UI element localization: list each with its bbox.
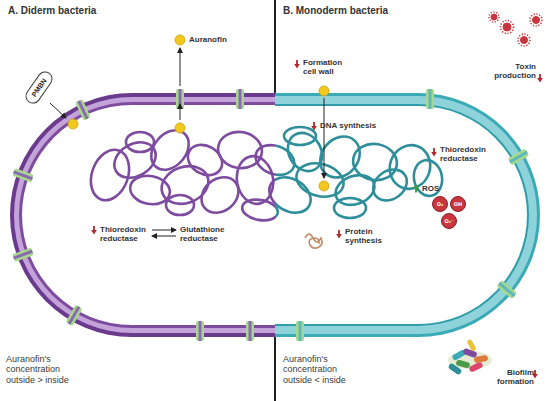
enzyme-label: Thioredoxin reductase xyxy=(440,145,496,163)
node-text: O₂ xyxy=(437,202,443,207)
art-circle xyxy=(175,35,185,45)
art-line xyxy=(50,103,66,118)
effect-label: Biofilm formation xyxy=(490,368,534,386)
art-rect xyxy=(19,102,275,328)
art-rect xyxy=(275,93,540,337)
art-rect xyxy=(275,104,529,326)
panel-title: A. Diderm bacteria xyxy=(8,5,208,17)
art-rect xyxy=(474,355,489,363)
art-use xyxy=(413,184,419,193)
node-text: OH xyxy=(454,202,462,207)
toxin-particles xyxy=(489,12,542,46)
art-rect xyxy=(275,106,527,324)
art-use xyxy=(431,148,437,157)
art-circle xyxy=(518,34,530,46)
art-line xyxy=(152,236,176,237)
molecule-label: Auranofin xyxy=(189,35,249,44)
biofilm-icon xyxy=(448,339,492,376)
art-circle xyxy=(530,14,542,26)
art-use xyxy=(91,226,97,235)
enzyme-label: Thioredoxin reductase xyxy=(100,225,152,243)
concentration-note: Auranofin's concentration outside > insi… xyxy=(6,354,86,385)
art-rect xyxy=(22,105,275,325)
art-use xyxy=(311,122,317,131)
art-use xyxy=(296,321,304,341)
art-use xyxy=(236,89,244,109)
art-use xyxy=(196,321,204,341)
diderm-envelope xyxy=(10,93,275,337)
change-arrows xyxy=(91,60,543,379)
effect-label: Toxin production xyxy=(486,62,536,80)
art-circle xyxy=(319,181,329,191)
art-use xyxy=(508,149,529,166)
art-rect xyxy=(275,96,537,334)
effect-label: Protein synthesis xyxy=(345,227,391,245)
transport-arrows xyxy=(50,48,324,178)
node-text: O₂⁻ xyxy=(444,219,453,224)
ros-molecule: OH xyxy=(450,196,466,212)
art-circle xyxy=(503,23,511,31)
art-use xyxy=(426,89,434,109)
dna-diderm xyxy=(84,123,275,223)
monoderm-envelope xyxy=(275,93,540,337)
art-use xyxy=(12,168,34,182)
concentration-note: Auranofin's concentration outside < insi… xyxy=(283,354,363,385)
art-rect xyxy=(468,361,483,372)
art-rect xyxy=(466,339,476,352)
art-use xyxy=(246,321,254,341)
art-line xyxy=(180,48,181,86)
art-line xyxy=(324,98,325,178)
art-use xyxy=(12,247,34,261)
art-use xyxy=(66,305,83,326)
node-text: PMBN xyxy=(30,77,48,98)
ros-molecule: O₂⁻ xyxy=(441,213,457,229)
effect-label: ROS xyxy=(422,184,452,193)
art-rect xyxy=(14,97,275,333)
art-circle xyxy=(501,21,514,34)
art-line xyxy=(180,104,181,120)
enzyme-label: Glutathione reductase xyxy=(180,225,238,243)
art-use xyxy=(537,74,543,83)
panel-title: B. Monoderm bacteria xyxy=(283,5,483,17)
art-use xyxy=(336,230,342,239)
art-circle xyxy=(68,119,78,129)
effect-label: DNA synthesis xyxy=(320,121,400,130)
dna-monoderm xyxy=(275,123,445,223)
art-rect xyxy=(448,363,463,376)
ros-molecule: O₂ xyxy=(432,196,448,212)
effect-label: Formation cell wall xyxy=(303,58,349,76)
auranofin-molecules xyxy=(68,35,329,191)
art-circle xyxy=(175,123,185,133)
art-use xyxy=(294,60,300,69)
protein-icon xyxy=(305,234,322,248)
art-rect xyxy=(10,93,275,337)
exchange-arrows xyxy=(152,230,176,236)
art-circle xyxy=(489,12,499,22)
porins xyxy=(12,89,529,341)
art-circle xyxy=(533,17,540,24)
art-circle xyxy=(521,37,528,44)
pmbn-transporter: PMBN xyxy=(23,68,56,106)
art-use xyxy=(497,280,517,299)
art-use xyxy=(75,99,91,121)
art-circle xyxy=(491,14,497,20)
art-circle xyxy=(319,86,329,96)
art-line xyxy=(152,230,176,231)
